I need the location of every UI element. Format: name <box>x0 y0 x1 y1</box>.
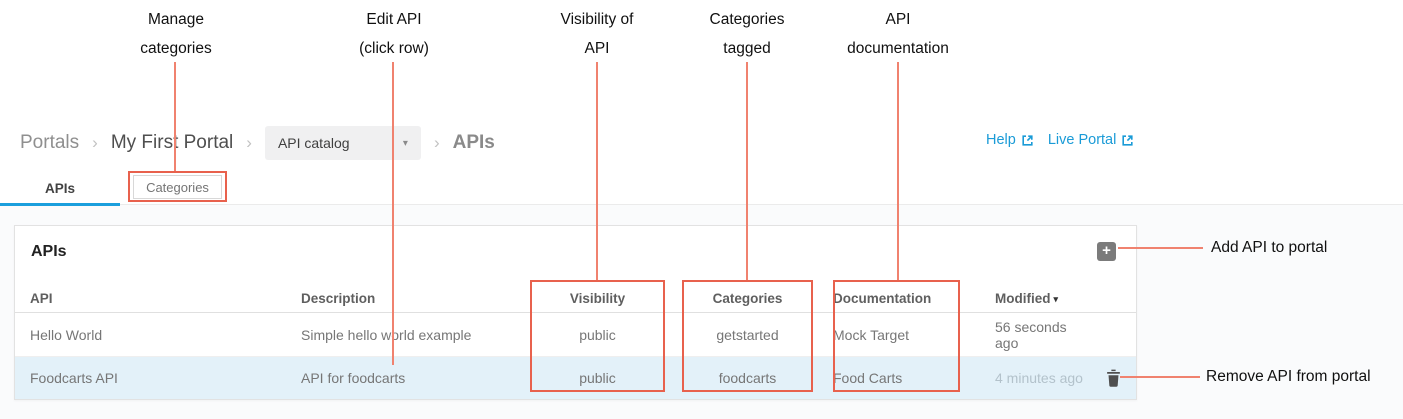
breadcrumb-chevron-icon: › <box>92 133 98 152</box>
annotation-visibility-of-api: Visibility of API <box>560 11 634 57</box>
callout-line-add-api <box>1118 247 1203 249</box>
external-link-icon <box>1122 134 1133 146</box>
cell-visibility: public <box>579 370 616 386</box>
callout-line-manage-categories <box>174 62 176 171</box>
trash-icon <box>1106 369 1120 387</box>
live-portal-link[interactable]: Live Portal <box>1048 132 1135 148</box>
api-catalog-dropdown[interactable]: API catalog ▾ <box>264 126 421 160</box>
breadcrumb-chevron-icon: › <box>433 133 440 152</box>
callout-line-documentation <box>897 62 899 280</box>
live-portal-link-label: Live Portal <box>1047 132 1117 148</box>
annotation-add-api: Add API to portal <box>1211 239 1328 256</box>
annotation-remove-api: Remove API from portal <box>1206 368 1371 385</box>
callout-box-categories-tab <box>128 171 227 202</box>
breadcrumb-chevron-icon: › <box>246 133 252 152</box>
cell-api-name: Foodcarts API <box>30 370 118 386</box>
chevron-down-icon: ▾ <box>402 137 408 149</box>
api-catalog-dropdown-value: API catalog <box>277 135 350 151</box>
panel-title: APIs <box>31 243 67 260</box>
apis-panel-header: APIs + <box>15 226 1136 285</box>
callout-line-categories <box>746 62 748 280</box>
annotation-categories-tagged: Categories tagged <box>709 11 785 57</box>
breadcrumb: Portals › My First Portal › API catalog … <box>20 125 495 161</box>
table-row[interactable]: Hello World Simple hello world example p… <box>15 313 1136 357</box>
active-tab-underline <box>0 203 120 206</box>
table-header-row: API Description Visibility Categories Do… <box>15 285 1136 313</box>
cell-documentation: Food Carts <box>833 370 903 386</box>
callout-line-visibility <box>596 62 598 280</box>
tab-bar: APIs Categories <box>0 172 1403 206</box>
tab-categories-label: Categories <box>146 179 209 195</box>
column-header-documentation: Documentation <box>833 291 932 306</box>
annotation-manage-categories: Manage categories <box>140 11 212 57</box>
breadcrumb-portal-name-link[interactable]: My First Portal <box>110 132 234 153</box>
cell-modified: 4 minutes ago <box>995 370 1083 386</box>
annotation-api-documentation: API documentation <box>847 11 949 57</box>
remove-api-button[interactable] <box>1090 369 1136 387</box>
add-api-button[interactable]: + <box>1097 242 1116 261</box>
help-link[interactable]: Help <box>986 132 1034 148</box>
cell-description: API for foodcarts <box>301 370 406 386</box>
column-header-api: API <box>30 291 53 306</box>
external-link-icon <box>1022 134 1033 146</box>
callout-box-visibility-column <box>530 280 665 392</box>
breadcrumb-current-page: APIs <box>452 132 495 153</box>
callout-line-remove-api <box>1120 376 1200 378</box>
tab-apis-label: APIs <box>44 181 75 196</box>
sort-descending-icon: ▾ <box>1053 294 1059 304</box>
cell-categories: getstarted <box>716 326 779 343</box>
cell-description: Simple hello world example <box>301 326 472 343</box>
help-link-label: Help <box>986 132 1016 148</box>
column-header-visibility: Visibility <box>569 291 626 306</box>
tab-apis[interactable]: APIs <box>0 172 120 206</box>
cell-modified: 56 seconds ago <box>995 318 1067 351</box>
table-row-selected[interactable]: Foodcarts API API for foodcarts public f… <box>15 357 1136 399</box>
breadcrumb-portals-link[interactable]: Portals <box>20 132 80 153</box>
column-header-modified[interactable]: Modified▾ <box>995 291 1059 306</box>
apis-panel: APIs + API Description Visibility Catego… <box>14 225 1137 400</box>
callout-box-documentation-column <box>833 280 960 392</box>
column-header-categories: Categories <box>712 291 783 306</box>
cell-documentation: Mock Target <box>833 326 909 343</box>
cell-api-name: Hello World <box>30 326 103 343</box>
annotation-edit-api: Edit API (click row) <box>359 11 429 57</box>
cell-visibility: public <box>579 326 616 343</box>
cell-categories: foodcarts <box>718 370 777 386</box>
column-header-description: Description <box>301 291 376 306</box>
callout-line-edit-api <box>392 62 394 365</box>
callout-box-categories-column <box>682 280 813 392</box>
tab-categories[interactable]: Categories <box>133 175 222 199</box>
top-links: Help Live Portal <box>986 132 1134 148</box>
